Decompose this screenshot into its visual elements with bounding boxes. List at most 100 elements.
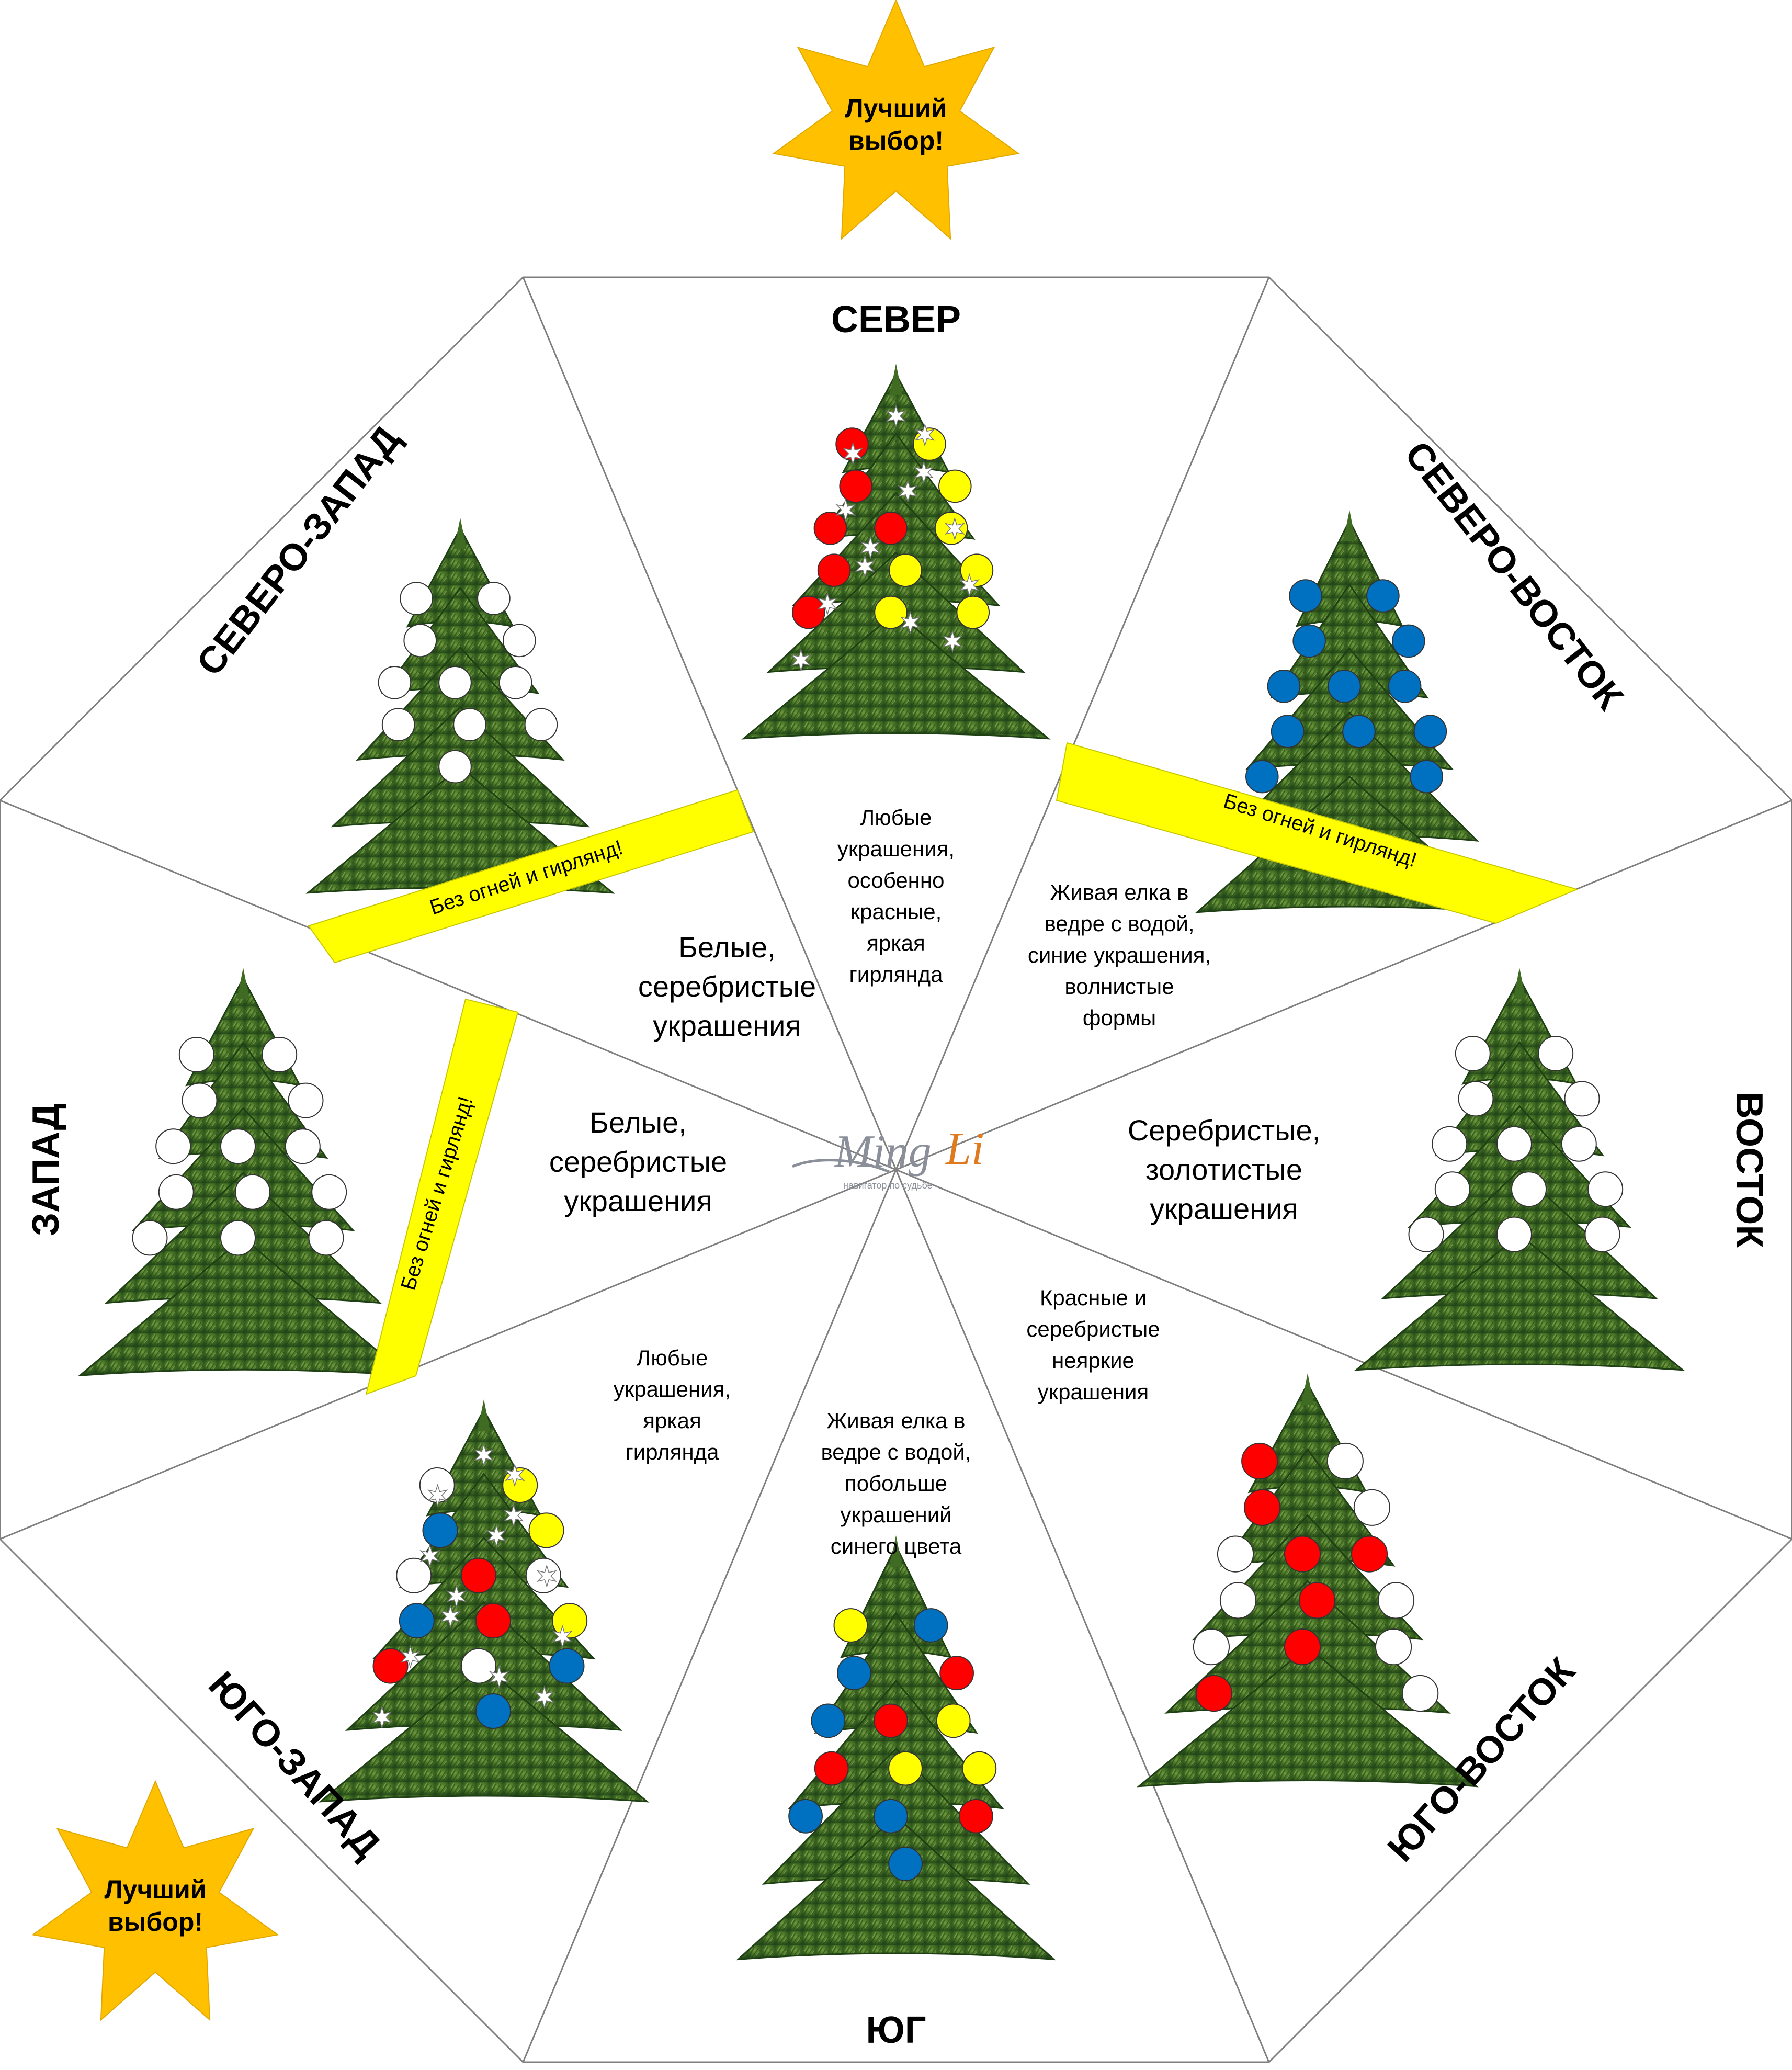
tree-south (736, 1535, 1056, 1961)
ornament-white (262, 1037, 298, 1072)
snowflake-star (835, 498, 856, 522)
desc-line: синие украшения, (1028, 943, 1211, 967)
ornament-red (939, 1656, 974, 1691)
ornament-white (182, 1082, 218, 1118)
ornament-white (158, 1174, 194, 1210)
ornament-red (1244, 1489, 1281, 1526)
divider-w-nw (0, 799, 897, 1171)
divider-se-s (895, 1169, 1270, 2063)
ornament-blue (1413, 715, 1447, 748)
ornament-yellow (962, 1751, 997, 1786)
ornament-red (959, 1798, 993, 1834)
desc-line: Красные и (1040, 1285, 1147, 1310)
badge-bottom-star (31, 1780, 279, 2021)
ornament-white (396, 1557, 432, 1593)
ornament-white (381, 708, 415, 741)
desc-line: Живая елка в (1050, 880, 1189, 904)
ornament-white (1353, 1489, 1390, 1526)
desc-line: украшения (1150, 1192, 1298, 1225)
snowflake-star (473, 1443, 494, 1467)
tree-tier (741, 611, 1051, 740)
ornament-red (1298, 1582, 1336, 1619)
ornament-red (817, 553, 851, 587)
label-north: СЕВЕР (831, 299, 961, 341)
desc-line: гирлянда (625, 1440, 719, 1464)
snowflake-star (897, 479, 918, 503)
desc-line: гирлянда (849, 962, 943, 987)
snowflake-star (371, 1705, 392, 1729)
ornament-white (132, 1220, 168, 1256)
desc-line: ведре с водой, (821, 1440, 971, 1464)
desc-line: ведре с водой, (1044, 911, 1194, 936)
ornament-white (1511, 1171, 1547, 1207)
desc-line: синего цвета (831, 1534, 962, 1558)
desc-line: яркая (643, 1408, 701, 1433)
tree-tier (736, 1815, 1056, 1961)
ornament-yellow (528, 1512, 564, 1548)
ornament-white (503, 624, 536, 658)
label-northeast: СЕВЕРО-ВОСТОК (1397, 434, 1631, 718)
badge-top-star (772, 0, 1020, 240)
snowflake-star (446, 1584, 467, 1608)
ornament-white (477, 582, 511, 615)
ornament-white (220, 1220, 256, 1256)
label-east: ВОСТОК (1728, 1092, 1770, 1249)
tree-tip (890, 364, 902, 395)
tree-southeast (1137, 1373, 1479, 1788)
tree-tier (77, 1237, 409, 1377)
ornament-yellow (888, 1751, 923, 1786)
ornament-red (1284, 1628, 1321, 1666)
logo: Ming Li навигатор по судьбе (791, 1124, 984, 1191)
ornament-yellow (938, 469, 972, 503)
ornament-white (1458, 1081, 1494, 1117)
tree-tip (1343, 510, 1356, 541)
ornament-white (453, 708, 486, 741)
divider-s-sw (522, 1169, 897, 2063)
snowflake-star (842, 442, 864, 466)
ornament-red (813, 512, 847, 545)
ornament-red (874, 512, 908, 545)
ornament-blue (1388, 670, 1422, 703)
tree-layer (77, 364, 1685, 1961)
ornament-white (438, 666, 472, 699)
ornament-blue (811, 1703, 846, 1738)
ornament-white (524, 708, 558, 741)
desc-line: Любые (860, 805, 932, 830)
snowflake-star (942, 629, 963, 653)
ornament-red (1195, 1675, 1232, 1712)
desc-line: украшений (840, 1502, 951, 1527)
ornament-white (285, 1128, 321, 1164)
ornament-white (400, 582, 433, 615)
ornament-red (839, 469, 872, 503)
ornament-white (1538, 1036, 1574, 1071)
ornament-blue (888, 1847, 923, 1881)
ornament-white (1326, 1442, 1364, 1480)
logo-accent-text: Li (945, 1124, 984, 1174)
desc-line: особенно (848, 868, 945, 892)
ornament-white (1377, 1582, 1415, 1619)
ornament-white (461, 1648, 496, 1684)
ornament-red (814, 1751, 849, 1786)
snowflake-star (419, 1544, 440, 1568)
ornament-red (475, 1603, 511, 1639)
snowflake-star (427, 1483, 448, 1508)
divider-e-se (895, 1169, 1792, 1540)
octagon-frame (0, 276, 1792, 2063)
snowflake-star (913, 460, 934, 484)
ornament-white (311, 1174, 347, 1210)
label-south: ЮГ (866, 2009, 926, 2051)
ornament-red (372, 1648, 409, 1684)
snowflake-star (959, 573, 980, 597)
tree-southwest (318, 1399, 650, 1803)
tree-tip (1513, 968, 1526, 999)
ornament-blue (1392, 624, 1425, 658)
ornament-blue (422, 1512, 458, 1548)
ornament-blue (1245, 760, 1279, 794)
band-northwest-strip (308, 789, 754, 964)
